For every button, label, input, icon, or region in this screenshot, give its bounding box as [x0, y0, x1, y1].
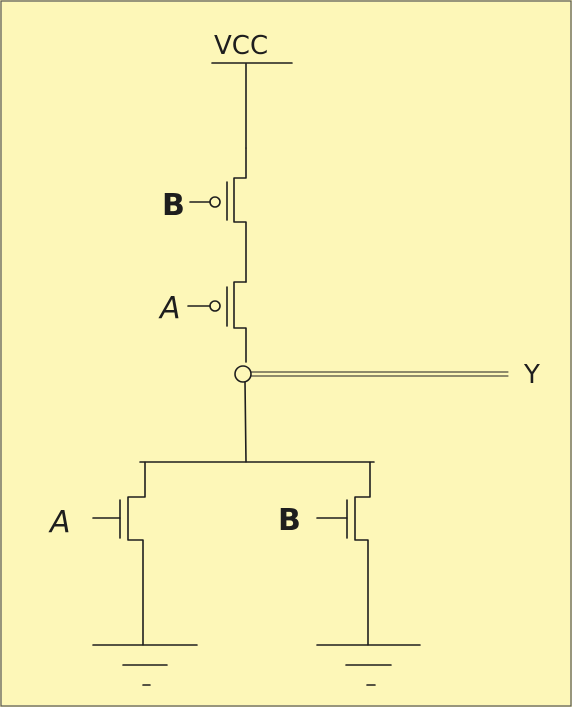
- pmos-a-channel: [233, 281, 247, 363]
- nmos-a-transistor: A: [48, 461, 146, 646]
- pmos-b-bubble: [209, 196, 221, 208]
- ground-right: [316, 644, 421, 686]
- vcc-rail: VCC: [211, 31, 293, 149]
- nmos-a-gate-label: A: [48, 505, 71, 540]
- output-junction: [234, 365, 252, 383]
- nmos-b-channel: [354, 461, 371, 646]
- ground-left: [92, 644, 198, 686]
- nmos-a-channel: [127, 461, 146, 646]
- pmos-a-gate-label: A: [158, 291, 181, 326]
- nmos-b-gate-label: B: [278, 503, 301, 538]
- output-to-nmos-wire: [244, 381, 247, 463]
- vcc-label: VCC: [214, 31, 268, 61]
- pmos-a-transistor: A: [158, 281, 247, 363]
- output-node: Y: [234, 360, 540, 463]
- output-label: Y: [523, 360, 540, 390]
- nmos-b-transistor: B: [278, 461, 371, 646]
- pmos-b-channel: [233, 147, 247, 283]
- pmos-a-bubble: [209, 300, 221, 312]
- pmos-b-transistor: B: [162, 147, 247, 283]
- pmos-b-gate-label: B: [162, 188, 185, 223]
